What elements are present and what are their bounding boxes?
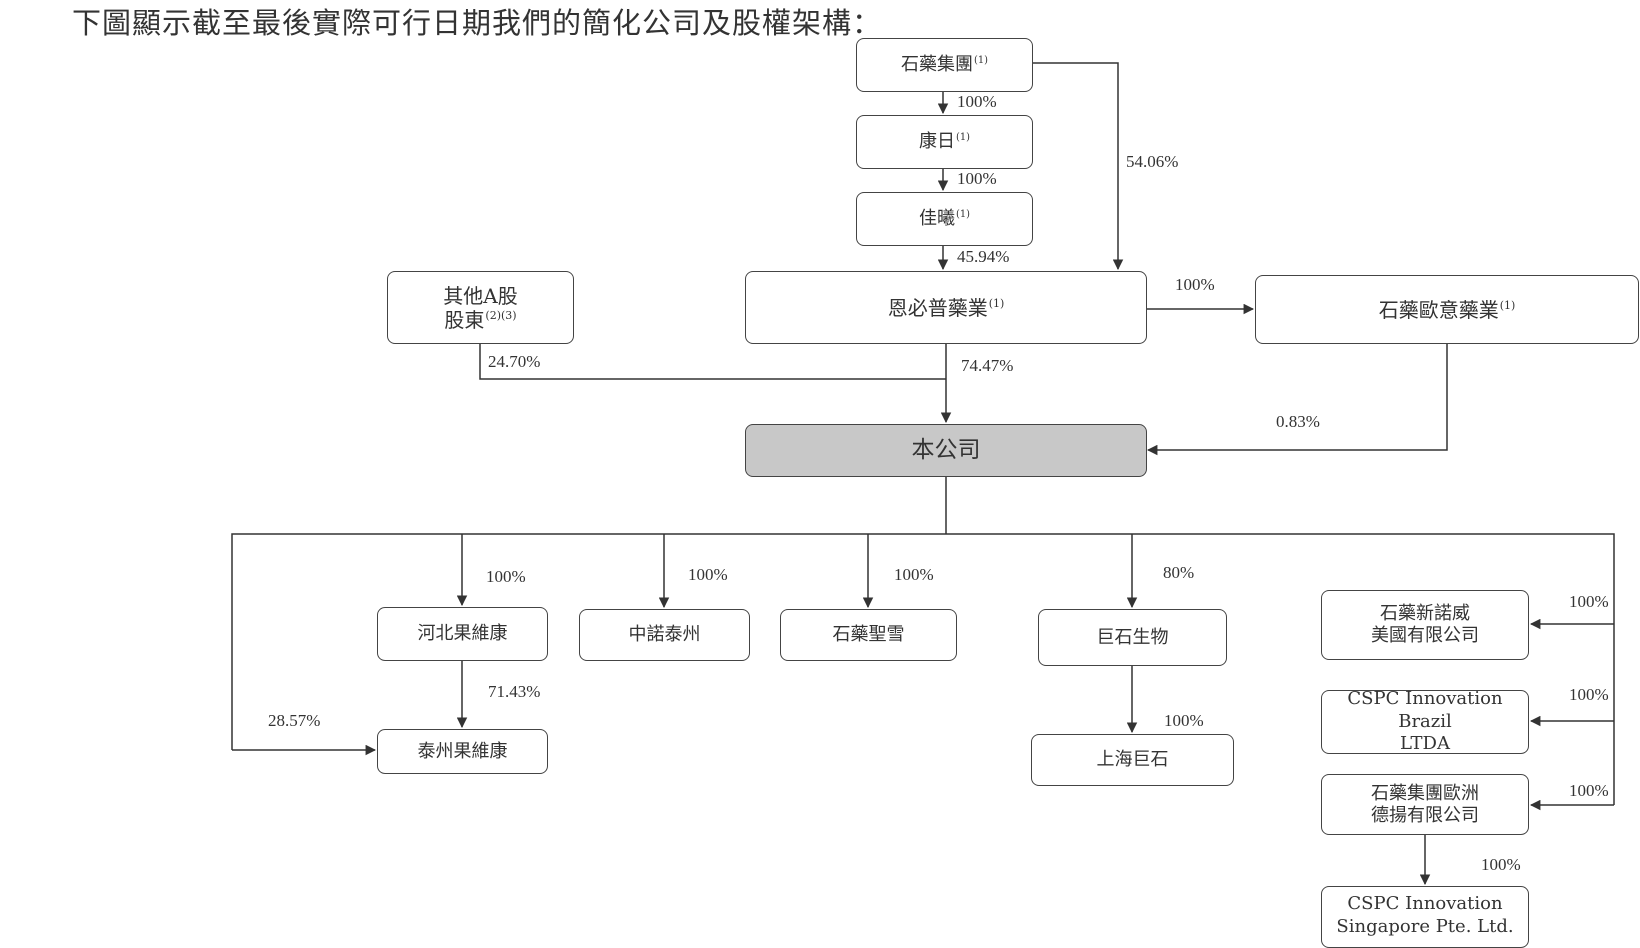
connector-subsidiary-bus [231,533,1615,805]
percentage-label: 100% [957,169,997,188]
node-label-line2: 股東 [444,307,485,332]
node-shiyao-europe: 石藥集團歐洲 德揚有限公司 [1321,774,1529,835]
node-other-a-shareholders: 其他A股 股東(2)(3) [387,271,574,344]
percentage-label: 80% [1163,563,1195,582]
footnote-marker: (1) [956,132,970,144]
percentage-label: 54.06% [1126,152,1179,171]
node-shiyao-ouyi: 石藥歐意藥業(1) [1255,275,1639,344]
node-label-line2: Singapore Pte. Ltd. [1336,915,1514,937]
percentage-label: 100% [1569,781,1609,800]
percentage-label: 74.47% [961,356,1014,375]
node-taizhou-guoweikang: 泰州果維康 [377,729,548,774]
node-kangri: 康日(1) [856,115,1033,169]
connector-other-a-to-company [479,344,946,380]
percentage-label: 100% [1175,275,1215,294]
node-label-line1: CSPC Innovation Brazil [1347,688,1503,732]
percentage-label: 100% [1569,592,1609,611]
node-label-line1: CSPC Innovation [1347,893,1503,914]
node-label: 石藥聖雪 [832,624,905,646]
node-shanghai-jushi: 上海巨石 [1031,734,1234,786]
node-label: 本公司 [911,436,981,463]
percentage-label: 100% [688,565,728,584]
footnote-marker: (1) [956,209,970,221]
node-cspc-brazil: CSPC Innovation Brazil LTDA [1321,688,1529,755]
node-cspc-singapore: CSPC Innovation Singapore Pte. Ltd. [1321,886,1529,948]
percentage-label: 24.70% [488,352,541,371]
percentage-label: 0.83% [1276,412,1320,431]
node-label-line1: 石藥新諾威 [1380,603,1470,625]
percentage-label: 45.94% [957,247,1010,266]
node-label-line2: 德揚有限公司 [1371,804,1479,826]
percentage-label: 71.43% [488,682,541,701]
node-zhongnuo-taizhou: 中諾泰州 [579,609,750,661]
node-label: 石藥歐意藥業 [1378,297,1499,322]
node-label: 康日 [919,131,955,153]
node-label: 巨石生物 [1096,626,1169,648]
node-company: 本公司 [745,424,1147,477]
percentage-label: 100% [1164,711,1204,730]
footnote-marker: (1) [988,296,1005,310]
page-title: 下圖顯示截至最後實際可行日期我們的簡化公司及股權架構： [72,6,883,40]
percentage-label: 28.57% [268,711,321,730]
node-shiyao-group: 石藥集團(1) [856,38,1033,92]
percentage-label: 100% [1481,855,1521,874]
percentage-label: 100% [894,565,934,584]
node-label-line2: 美國有限公司 [1371,625,1479,646]
connector-ouyi-to-company [1146,344,1448,456]
percentage-label: 100% [486,567,526,586]
node-label: 河北果維康 [417,623,508,645]
node-shiyao-shengxue: 石藥聖雪 [780,609,957,661]
node-label: 恩必普藥業 [887,295,988,320]
node-label-line2: LTDA [1400,733,1450,755]
connector-group-to-enbipu [1033,62,1124,271]
percentage-label: 100% [957,92,997,111]
percentage-label: 100% [1569,685,1609,704]
node-label-line1: 石藥集團歐洲 [1371,782,1479,804]
footnote-marker: (1) [1499,298,1516,312]
node-jushi-bio: 巨石生物 [1038,609,1227,666]
node-label: 中諾泰州 [628,624,701,646]
footnote-marker: (1) [974,55,988,67]
node-label: 上海巨石 [1096,749,1169,771]
footnote-marker: (2)(3) [485,308,517,322]
node-label: 佳曦 [919,208,955,230]
node-enbipu: 恩必普藥業(1) [745,271,1147,344]
node-xinnuowei-us: 石藥新諾威 美國有限公司 [1321,590,1529,660]
node-jiaxi: 佳曦(1) [856,192,1033,246]
node-label: 泰州果維康 [417,740,508,762]
node-label: 石藥集團 [901,54,973,76]
node-label-line1: 其他A股 [443,283,518,308]
node-hebei-guoweikang: 河北果維康 [377,607,548,661]
